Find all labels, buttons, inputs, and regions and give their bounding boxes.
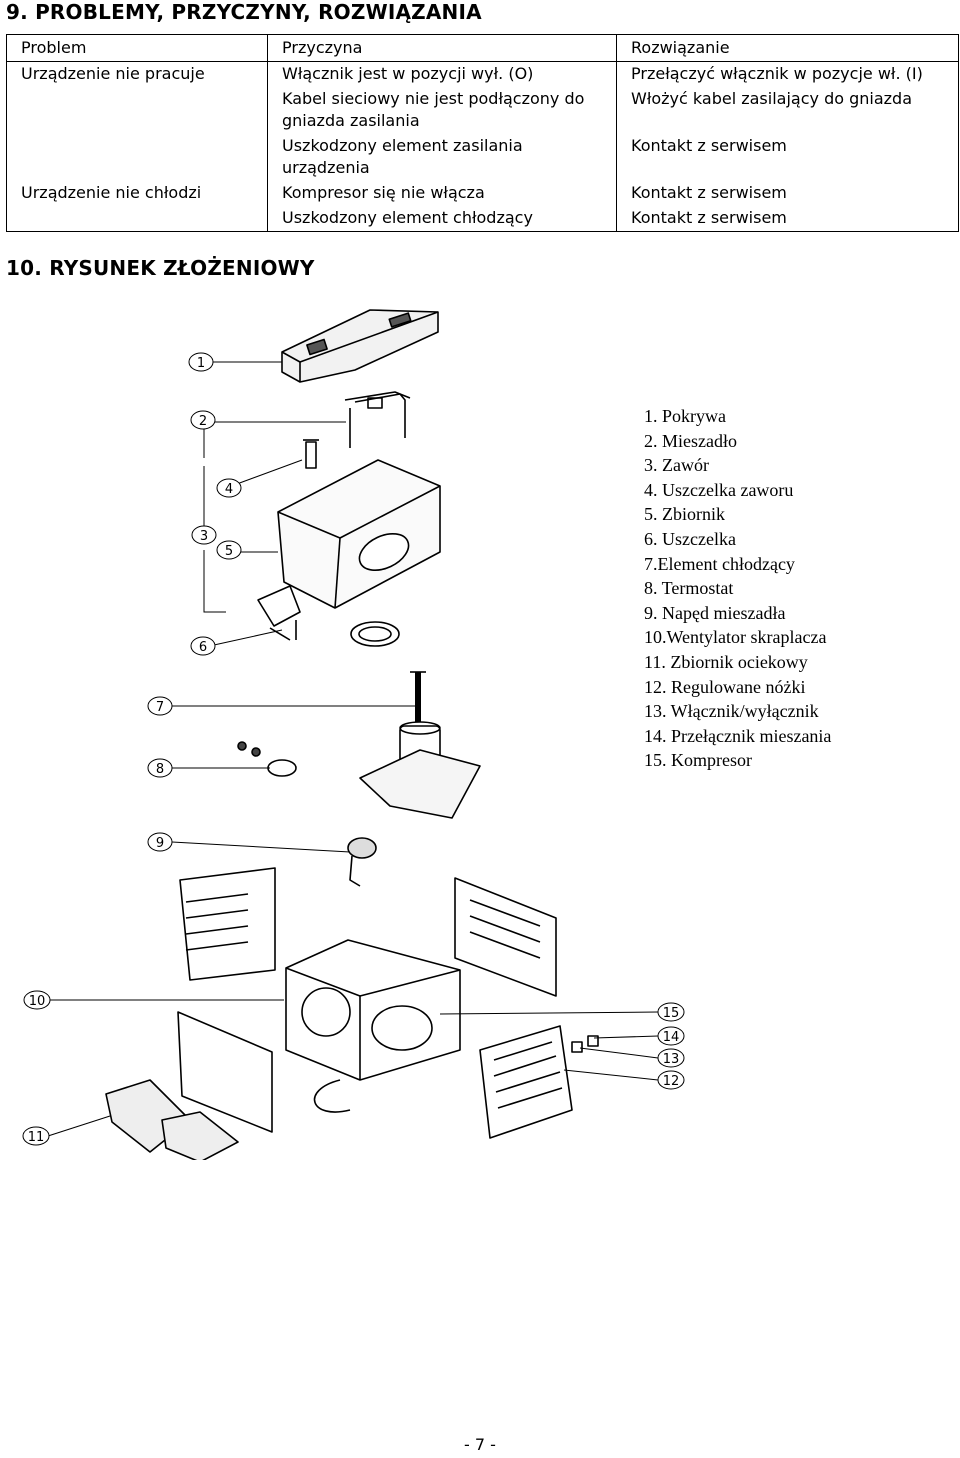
- cell-cause: Włącznik jest w pozycji wył. (O): [267, 61, 617, 87]
- cell-problem: [6, 206, 268, 232]
- legend-item: 5. Zbiornik: [644, 504, 725, 525]
- legend-item: 2. Mieszadło: [644, 430, 737, 451]
- legend-item: 13. Włącznik/wyłącznik: [644, 701, 819, 722]
- table-row: Urządzenie nie chłodzi Kompresor się nie…: [6, 181, 959, 206]
- cell-solution: Kontakt z serwisem: [631, 183, 787, 202]
- cell-solution: Kontakt z serwisem: [631, 208, 787, 227]
- callout-1: 1: [188, 352, 214, 372]
- cell-solution: Włożyć kabel zasilający do gniazda: [631, 89, 912, 108]
- callout-4: 4: [216, 478, 242, 498]
- callout-8: 8: [147, 758, 173, 778]
- cell-solution: Przełączyć włącznik w pozycje wł. (I): [631, 64, 923, 83]
- agitator-drive-part: [347, 837, 377, 887]
- section-9-heading: 9. PROBLEMY, PRZYCZYNY, ROZWIĄZANIA: [6, 0, 482, 24]
- header-problem: Problem: [6, 34, 268, 62]
- callout-14: 14: [657, 1026, 685, 1046]
- legend-item: 9. Napęd mieszadła: [644, 602, 786, 623]
- callout-3: 3: [191, 525, 217, 545]
- table-row: Uszkodzony element chłodzący Kontakt z s…: [6, 206, 959, 232]
- callout-10: 10: [23, 990, 51, 1010]
- cooling-element-part: [359, 671, 481, 819]
- svg-text:7: 7: [156, 700, 164, 715]
- svg-text:3: 3: [200, 529, 208, 544]
- legend-item: 1. Pokrywa: [644, 406, 726, 426]
- cell-problem: Urządzenie nie pracuje: [6, 61, 268, 87]
- cell-cause: Uszkodzony element chłodzący: [267, 206, 617, 232]
- table-header-row: Problem Przyczyna Rozwiązanie: [6, 34, 959, 62]
- cell-cause: Kompresor się nie włącza: [267, 181, 617, 206]
- legend-item: 6. Uszczelka: [644, 528, 736, 549]
- callout-15: 15: [657, 1002, 685, 1022]
- svg-text:11: 11: [28, 1130, 45, 1145]
- cell-cause: Kabel sieciowy nie jest podłączony do gn…: [267, 87, 617, 134]
- legend-item: 15. Kompresor: [644, 750, 752, 771]
- callout-7: 7: [147, 696, 173, 716]
- legend-item: 14. Przełącznik mieszania: [644, 725, 832, 746]
- gasket-part: [350, 621, 400, 647]
- svg-text:2: 2: [199, 414, 207, 429]
- legend-item: 10.Wentylator skraplacza: [644, 627, 827, 648]
- lid-part: [281, 309, 439, 383]
- legend-item: 11. Zbiornik ociekowy: [644, 651, 808, 672]
- svg-text:14: 14: [663, 1030, 680, 1045]
- header-cause: Przyczyna: [267, 34, 617, 62]
- svg-text:10: 10: [29, 994, 46, 1009]
- cell-problem: [6, 134, 268, 181]
- exploded-assembly-drawing: 1 2 3 4 5 6 7 8 9 10 11 12 13 14 15: [22, 309, 685, 1160]
- chassis-part: [179, 867, 557, 1081]
- svg-text:5: 5: [225, 544, 233, 559]
- callout-11: 11: [22, 1126, 50, 1146]
- cell-problem: [6, 87, 268, 134]
- table-row: Kabel sieciowy nie jest podłączony do gn…: [6, 87, 959, 134]
- troubleshooting-table: Problem Przyczyna Rozwiązanie Urządzenie…: [6, 34, 959, 232]
- callout-2: 2: [190, 410, 216, 430]
- header-solution: Rozwiązanie: [616, 34, 959, 62]
- drip-tray-part: [105, 1079, 239, 1160]
- callout-6: 6: [190, 636, 216, 656]
- table-row: Urządzenie nie pracuje Włącznik jest w p…: [6, 61, 959, 87]
- legend-item: 8. Termostat: [644, 578, 734, 599]
- callout-markers: 1 2 3 4 5 6 7 8 9 10 11 12 13 14 15: [22, 352, 685, 1146]
- switch-part: [571, 1041, 583, 1053]
- cell-cause: Uszkodzony element zasilania urządzenia: [267, 134, 617, 181]
- svg-text:13: 13: [663, 1052, 680, 1067]
- page-number: - 7 -: [464, 1435, 496, 1454]
- callout-5: 5: [216, 540, 242, 560]
- table-row: Uszkodzony element zasilania urządzenia …: [6, 134, 959, 181]
- condenser-panel-part: [177, 1011, 273, 1133]
- tank-part: [277, 459, 441, 609]
- callout-12: 12: [657, 1070, 685, 1090]
- valve-part: [303, 439, 319, 469]
- svg-text:4: 4: [225, 482, 233, 497]
- svg-text:1: 1: [197, 356, 205, 371]
- legend-item: 7.Element chłodzący: [644, 553, 795, 574]
- legend-item: 3. Zawór: [644, 455, 709, 476]
- section-10-heading: 10. RYSUNEK ZŁOŻENIOWY: [6, 256, 315, 280]
- thermostat-part: [237, 741, 297, 777]
- callout-13: 13: [657, 1048, 685, 1068]
- power-cable-part: [313, 1079, 351, 1113]
- callout-9: 9: [147, 832, 173, 852]
- svg-text:15: 15: [663, 1006, 680, 1021]
- svg-text:6: 6: [199, 640, 207, 655]
- legend-item: 12. Regulowane nóżki: [644, 676, 806, 697]
- cell-problem: Urządzenie nie chłodzi: [6, 181, 268, 206]
- agitator-part: [344, 391, 411, 448]
- legend-item: 4. Uszczelka zaworu: [644, 479, 794, 500]
- valve-lever-part: [257, 585, 301, 627]
- cell-solution: Kontakt z serwisem: [631, 136, 787, 155]
- parts-legend: 1. Pokrywa 2. Mieszadło 3. Zawór 4. Uszc…: [644, 404, 831, 773]
- svg-text:8: 8: [156, 762, 164, 777]
- svg-text:12: 12: [663, 1074, 680, 1089]
- svg-text:9: 9: [156, 836, 164, 851]
